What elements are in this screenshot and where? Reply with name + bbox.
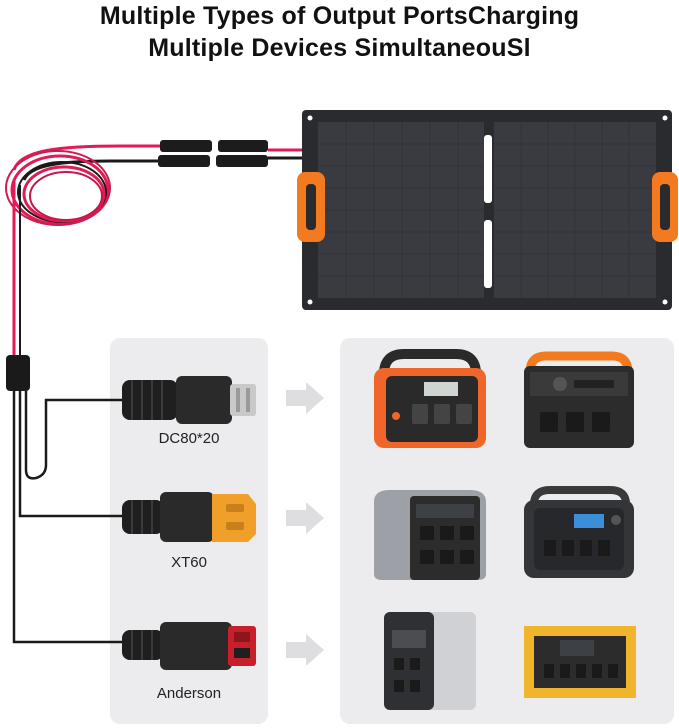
heading-line-1: Multiple Types of Output PortsCharging — [99, 2, 580, 30]
cable-icon — [5, 140, 302, 644]
port-label-dc: DC80*20 — [158, 430, 220, 447]
yellow-black-power-station-icon — [524, 626, 636, 698]
port-label-xt60: XT60 — [171, 554, 207, 571]
solar-panel-icon — [297, 110, 678, 310]
silver-black-power-station-icon — [374, 490, 486, 580]
gray-large-power-station-icon — [384, 612, 476, 710]
dark-gray-power-station-icon — [524, 486, 634, 578]
port-label-anderson: Anderson — [156, 685, 222, 702]
arrow-right-icon — [286, 382, 324, 666]
orange-power-station-icon — [374, 349, 486, 448]
anderson-connector-icon — [122, 622, 256, 670]
heading-line-2: Multiple Devices SimultaneouSl — [148, 34, 531, 62]
xt60-connector-icon — [122, 492, 256, 542]
dc-barrel-connector-icon — [122, 376, 256, 424]
black-orange-power-station-icon — [524, 351, 634, 448]
